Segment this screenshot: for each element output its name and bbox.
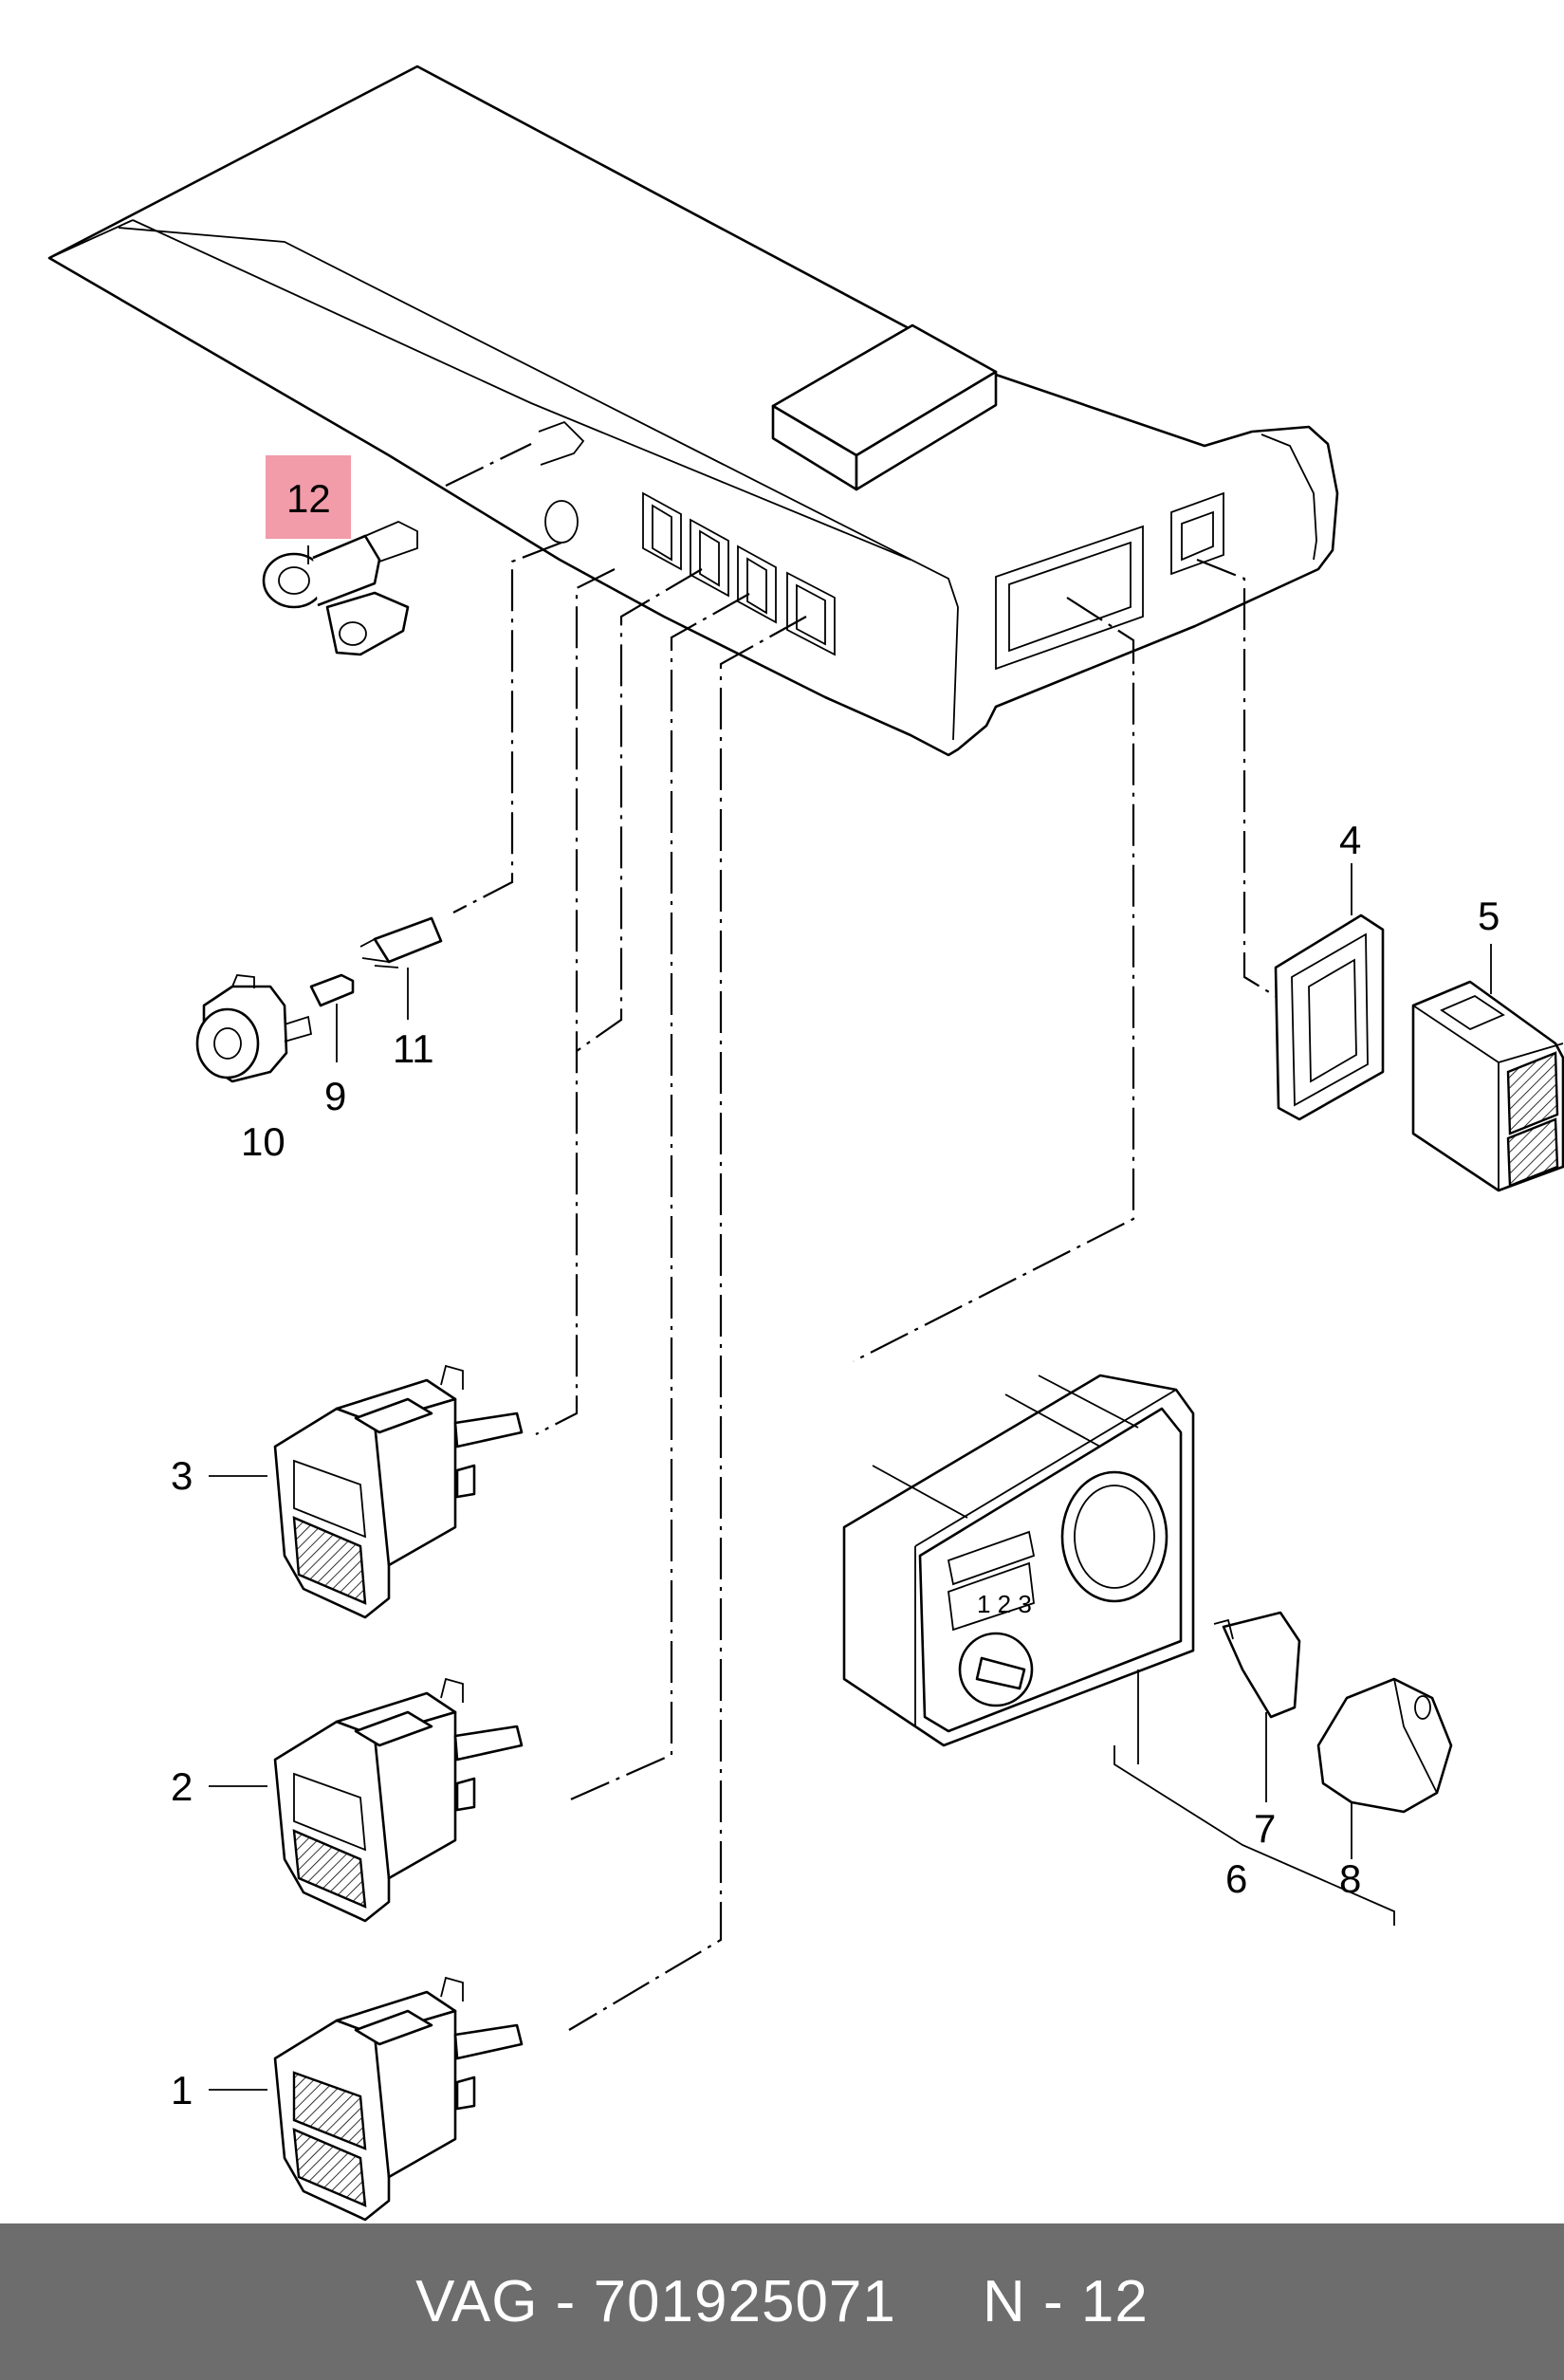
callout-1: 1 (171, 2068, 193, 2112)
callout-10: 10 (241, 1119, 285, 1164)
dashboard-panel (47, 65, 1339, 757)
callout-11: 11 (393, 1026, 434, 1071)
brand-name: VAG (415, 2269, 539, 2334)
part-10-lamp-housing (195, 974, 313, 1083)
callout-9: 9 (324, 1074, 346, 1118)
part-6-heater-control: 1 2 3 (842, 1374, 1195, 1747)
part-1-switch (273, 1976, 524, 2222)
callout-12: 12 (286, 476, 331, 521)
callout-6: 6 (1225, 1856, 1247, 1901)
part-5-switch (1411, 980, 1564, 1192)
callout-3: 3 (171, 1453, 193, 1498)
part-9-bulb (309, 973, 355, 1062)
part-7-bulb (1213, 1611, 1301, 1802)
callout-leaders (209, 545, 1492, 2091)
callout-8: 8 (1339, 1856, 1361, 1901)
leader-lines (445, 443, 1279, 2031)
part-6-bracket (1113, 1745, 1395, 1926)
separator: - (538, 2269, 594, 2334)
callout-4: 4 (1339, 818, 1361, 862)
part-3-switch (273, 1364, 524, 1619)
callout-2: 2 (171, 1764, 193, 1809)
footer-part-reference: VAG - 701925071 N - 12 (415, 2268, 1149, 2335)
svg-text:1 2 3: 1 2 3 (977, 1590, 1032, 1618)
part-2-switch (273, 1677, 524, 1923)
part-8-knob (1316, 1677, 1453, 1859)
callout-12-highlight (266, 455, 351, 539)
part-11-bulb-holder (359, 916, 443, 1020)
part-12-lock-cylinder (262, 521, 418, 656)
callout-7: 7 (1254, 1806, 1276, 1851)
footer-bar: VAG - 701925071 N - 12 (0, 2223, 1564, 2380)
part-4-frame (1274, 913, 1385, 1121)
exploded-parts-diagram: 1 2 3 1 2 3 4 5 6 7 8 9 10 11 12 (47, 65, 1564, 2222)
spacer (896, 2269, 983, 2334)
part-number: 701925071 (593, 2269, 896, 2334)
callout-5: 5 (1478, 894, 1500, 938)
reference-label: N - 12 (983, 2269, 1149, 2334)
